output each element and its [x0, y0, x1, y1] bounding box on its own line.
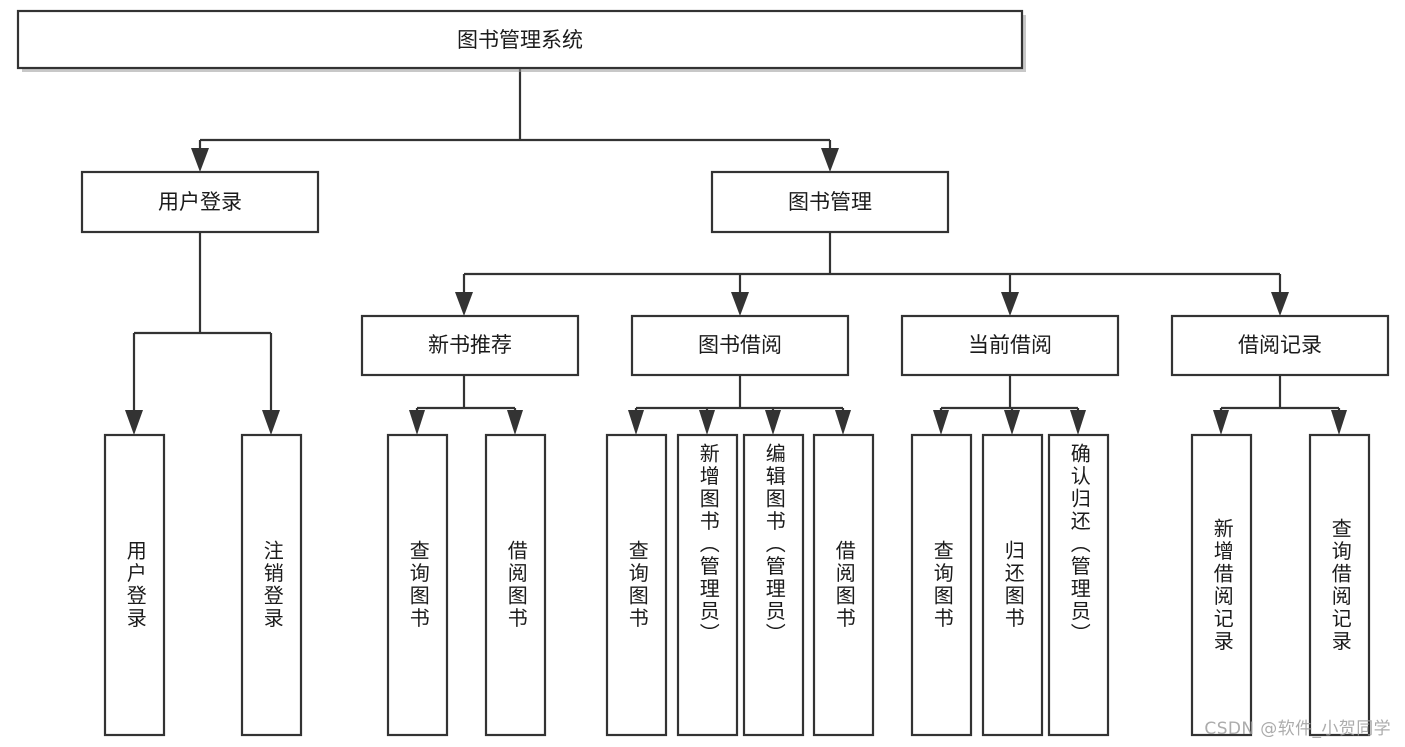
borrow-records-box[interactable] [1170, 314, 1390, 377]
new-book-recommend-box[interactable] [360, 314, 580, 377]
arrow-head-new-book-recommend [455, 292, 473, 316]
leaf-box-query-book-3[interactable] [910, 433, 973, 737]
leaf-box-edit-book-admin[interactable] [742, 433, 805, 737]
book-management-box[interactable] [710, 170, 950, 234]
arrow-head-query-book-3 [933, 410, 949, 435]
arrow-head-user-login [191, 148, 209, 172]
leaf-box-user-logout[interactable] [240, 433, 303, 737]
connectors-group [125, 68, 1347, 435]
user-login-label: 用户登录 [158, 190, 242, 214]
leaf-box-add-borrow-record[interactable] [1190, 433, 1253, 737]
leaf-box-borrow-book-1[interactable] [484, 433, 547, 737]
current-borrow-label: 当前借阅 [968, 333, 1052, 357]
arrow-head-borrow-records [1271, 292, 1289, 316]
node-current-borrow[interactable]: 当前借阅 [900, 314, 1120, 377]
arrow-head-edit-book-admin [765, 410, 781, 435]
leaf-box-confirm-return-admin[interactable] [1047, 433, 1110, 737]
leaf-nodes-group [103, 433, 1371, 737]
watermark-text: CSDN @软件_小贺同学 [1204, 719, 1391, 739]
root-label: 图书管理系统 [457, 28, 583, 52]
arrow-head-query-book-1 [409, 410, 425, 435]
leaf-box-add-book-admin[interactable] [676, 433, 739, 737]
node-book-borrow[interactable]: 图书借阅 [630, 314, 850, 377]
book-borrow-box[interactable] [630, 314, 850, 377]
arrow-head-add-book-admin [699, 410, 715, 435]
node-borrow-records[interactable]: 借阅记录 [1170, 314, 1390, 377]
arrow-head-borrow-book-1 [507, 410, 523, 435]
node-user-login[interactable]: 用户登录 [80, 170, 320, 234]
leaf-box-query-book-2[interactable] [605, 433, 668, 737]
leaf-box-query-book-1[interactable] [386, 433, 449, 737]
new-book-recommend-label: 新书推荐 [428, 333, 512, 357]
current-borrow-box[interactable] [900, 314, 1120, 377]
arrow-head-book-borrow [731, 292, 749, 316]
borrow-records-label: 借阅记录 [1238, 333, 1322, 357]
book-borrow-label: 图书借阅 [698, 333, 782, 357]
root-box[interactable] [16, 9, 1024, 70]
book-management-label: 图书管理 [788, 190, 872, 214]
node-root[interactable]: 图书管理系统 [16, 9, 1026, 72]
arrow-head-query-borrow-record [1331, 410, 1347, 435]
arrow-head-add-borrow-record [1213, 410, 1229, 435]
arrow-head-current-borrow [1001, 292, 1019, 316]
arrow-head-return-book [1004, 410, 1020, 435]
arrow-head-user-login-do [125, 410, 143, 435]
leaf-box-user-login-do[interactable] [103, 433, 166, 737]
arrow-head-borrow-book-2 [835, 410, 851, 435]
arrow-head-query-book-2 [628, 410, 644, 435]
arrow-head-user-logout [262, 410, 280, 435]
user-login-box[interactable] [80, 170, 320, 234]
leaf-box-borrow-book-2[interactable] [812, 433, 875, 737]
arrow-head-confirm-return-admin [1070, 410, 1086, 435]
leaf-box-query-borrow-record[interactable] [1308, 433, 1371, 737]
leaf-box-return-book[interactable] [981, 433, 1044, 737]
node-new-book-recommend[interactable]: 新书推荐 [360, 314, 580, 377]
arrow-head-book-management [821, 148, 839, 172]
node-book-management[interactable]: 图书管理 [710, 170, 950, 234]
